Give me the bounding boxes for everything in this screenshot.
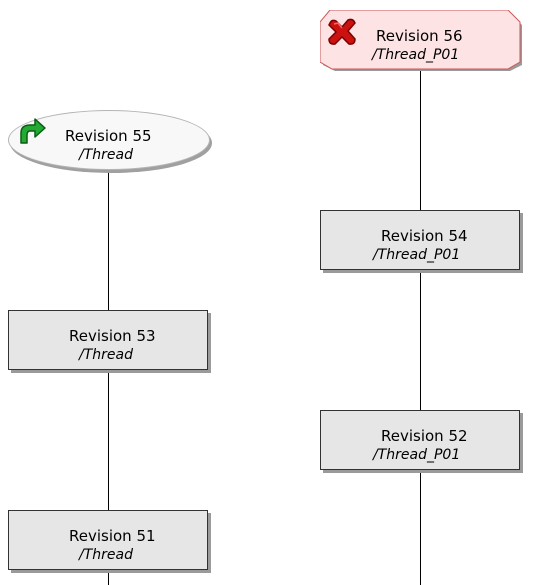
branch-label: /Thread bbox=[79, 347, 133, 363]
revision-node-56[interactable]: Revision 56 /Thread_P01 bbox=[320, 10, 523, 72]
revision-label: Revision 52 bbox=[381, 427, 468, 445]
revision-label: Revision 53 bbox=[69, 327, 156, 345]
edge-rev56-rev54 bbox=[420, 70, 421, 210]
edge-rev53-rev51 bbox=[108, 370, 109, 510]
edge-rev51-continuation bbox=[108, 570, 109, 585]
revision-node-55[interactable]: Revision 55 /Thread bbox=[8, 110, 210, 170]
edge-rev54-rev52 bbox=[420, 270, 421, 410]
revision-label: Revision 55 bbox=[65, 127, 152, 145]
revision-label: Revision 56 bbox=[376, 27, 463, 45]
branch-label: /Thread_P01 bbox=[373, 447, 461, 463]
edge-rev55-rev53 bbox=[108, 170, 109, 310]
branch-label: /Thread bbox=[79, 547, 133, 563]
revision-node-54[interactable]: Revision 54 /Thread_P01 bbox=[320, 210, 520, 270]
revision-label: Revision 51 bbox=[69, 527, 156, 545]
revision-node-51[interactable]: Revision 51 /Thread bbox=[8, 510, 208, 570]
revision-label: Revision 54 bbox=[381, 227, 468, 245]
revision-node-53[interactable]: Revision 53 /Thread bbox=[8, 310, 208, 370]
octagon-shape bbox=[320, 10, 522, 71]
red-x-icon bbox=[326, 17, 358, 47]
branch-label: /Thread_P01 bbox=[373, 247, 461, 263]
revision-node-52[interactable]: Revision 52 /Thread_P01 bbox=[320, 410, 520, 470]
green-curved-arrow-icon bbox=[17, 117, 47, 145]
edge-rev52-continuation bbox=[420, 470, 421, 585]
branch-label: /Thread_P01 bbox=[372, 47, 460, 63]
branch-label: /Thread bbox=[79, 147, 133, 163]
